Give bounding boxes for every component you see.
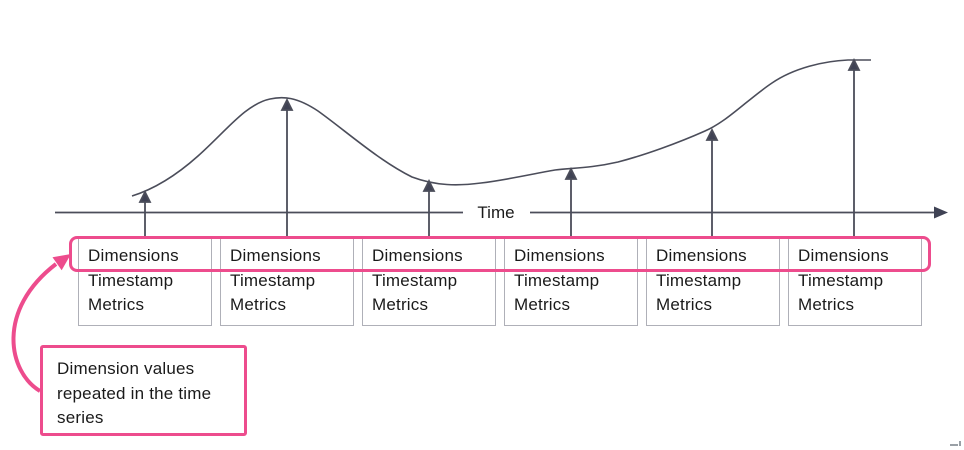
record-field-metrics: Metrics	[514, 295, 571, 314]
time-axis-label: Time	[477, 203, 514, 222]
time-axis-arrowhead-icon	[934, 206, 948, 219]
bottom-right-artifact	[950, 444, 958, 446]
time-series-curve	[131, 59, 871, 197]
bottom-right-artifact	[959, 441, 961, 446]
record-box: Dimensions Timestamp Metrics	[504, 237, 638, 326]
record-field-metrics: Metrics	[372, 295, 429, 314]
record-field-timestamp: Timestamp	[230, 270, 316, 290]
data-point-arrows	[138, 57, 861, 237]
record-field-metrics: Metrics	[656, 295, 713, 314]
records-row: Dimensions Timestamp Metrics Dimensions …	[78, 237, 922, 326]
arrowhead-up-icon	[847, 57, 861, 71]
record-field-timestamp: Timestamp	[798, 270, 884, 290]
record-field-dimensions: Dimensions	[798, 246, 889, 265]
dimensions-highlight-outline	[69, 236, 931, 272]
record-field-timestamp: Timestamp	[656, 270, 742, 290]
annotation-box: Dimension values repeated in the time se…	[40, 345, 247, 436]
record-field-dimensions: Dimensions	[88, 246, 179, 265]
arrowhead-up-icon	[705, 127, 719, 141]
annotation-arrowhead-icon	[52, 254, 71, 271]
record-field-dimensions: Dimensions	[230, 246, 321, 265]
record-field-metrics: Metrics	[88, 295, 145, 314]
record-field-dimensions: Dimensions	[656, 246, 747, 265]
record-box: Dimensions Timestamp Metrics	[220, 237, 354, 326]
record-field-timestamp: Timestamp	[88, 270, 174, 290]
record-box: Dimensions Timestamp Metrics	[362, 237, 496, 326]
record-box: Dimensions Timestamp Metrics	[788, 237, 922, 326]
arrowhead-up-icon	[138, 189, 152, 203]
record-field-timestamp: Timestamp	[514, 270, 600, 290]
annotation-text: Dimension values repeated in the time se…	[57, 359, 212, 427]
record-field-metrics: Metrics	[230, 295, 287, 314]
record-field-dimensions: Dimensions	[372, 246, 463, 265]
arrowhead-up-icon	[422, 178, 436, 192]
arrowhead-up-icon	[564, 166, 578, 180]
record-box: Dimensions Timestamp Metrics	[646, 237, 780, 326]
arrowhead-up-icon	[280, 97, 294, 111]
annotation-arrow	[11, 262, 58, 393]
record-field-metrics: Metrics	[798, 295, 855, 314]
record-field-dimensions: Dimensions	[514, 246, 605, 265]
record-field-timestamp: Timestamp	[372, 270, 458, 290]
